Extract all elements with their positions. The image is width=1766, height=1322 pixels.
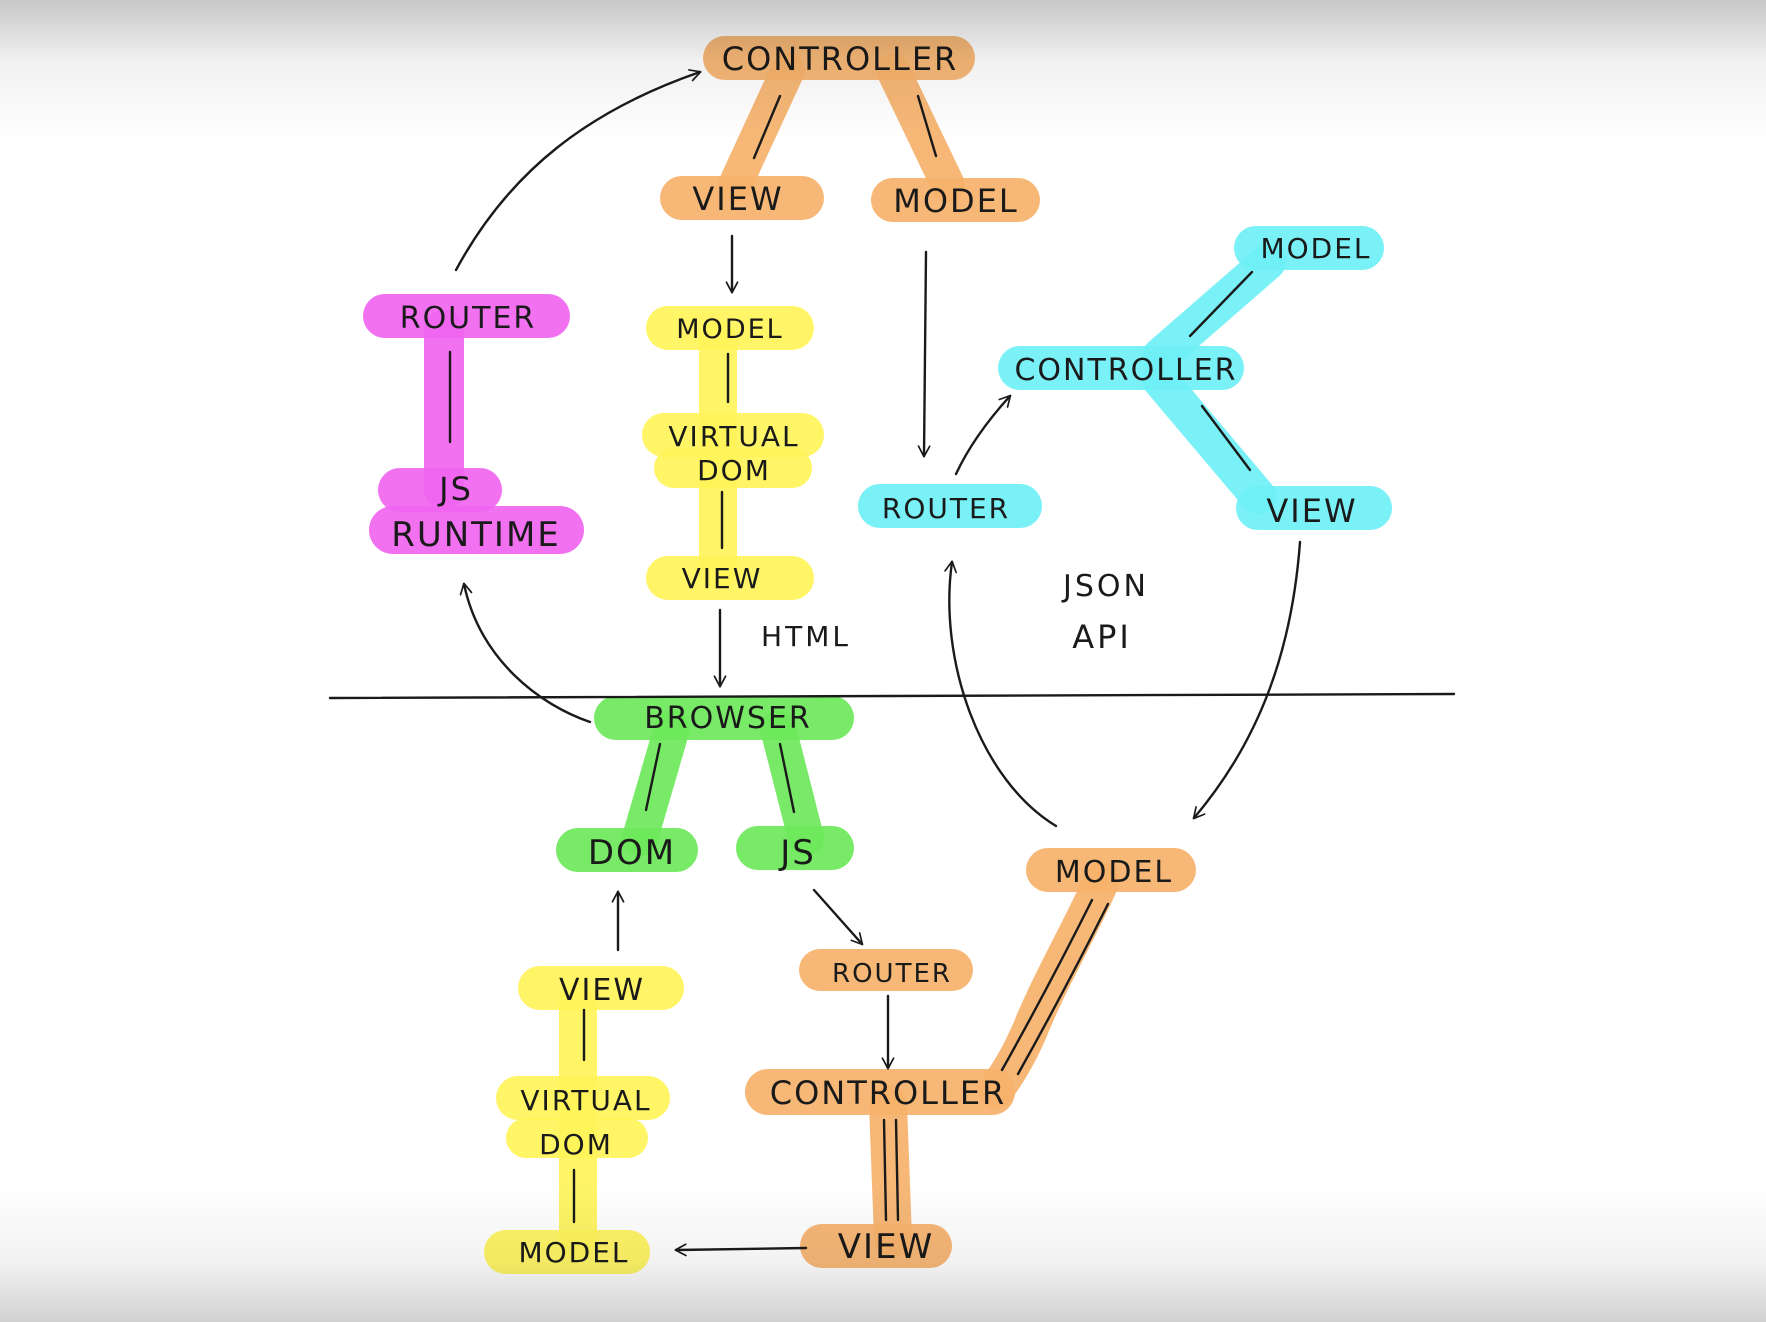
top-view-label: VIEW xyxy=(692,180,783,218)
ink-connectors xyxy=(448,94,1254,1224)
dom-label: DOM xyxy=(588,833,676,873)
arrow-api-router-to-controller xyxy=(954,394,1012,476)
flow-arrows xyxy=(454,69,1302,1257)
hl-api-lower-leg xyxy=(1142,362,1276,514)
bottom-vdom-label-1: VIRTUAL xyxy=(520,1084,651,1117)
arrow-model-to-api-router-up xyxy=(944,560,1058,828)
runtime-runtime-label: RUNTIME xyxy=(391,515,561,555)
arrow-api-view-to-model xyxy=(1192,540,1302,820)
client-view-label: VIEW xyxy=(838,1227,934,1267)
api-router-label: ROUTER xyxy=(882,492,1010,525)
render-model-label: MODEL xyxy=(676,314,783,345)
client-controller-label: CONTROLLER xyxy=(770,1074,1007,1112)
client-router-label: ROUTER xyxy=(832,959,952,989)
arrow-model-to-api-router xyxy=(917,250,931,458)
runtime-router-label: ROUTER xyxy=(400,301,537,336)
json-annotation: JSON xyxy=(1061,569,1149,604)
arrow-js-to-router xyxy=(812,888,864,946)
hl-top-right-leg xyxy=(876,53,965,202)
arrow-browser-to-runtime xyxy=(459,582,592,724)
browser-label: BROWSER xyxy=(644,701,812,736)
bottom-model-label: MODEL xyxy=(518,1236,629,1269)
arrow-view-to-model-left xyxy=(674,1243,808,1257)
api-annotation: API xyxy=(1072,618,1132,656)
js-label: JS xyxy=(778,833,816,873)
bottom-vdom-label-2: DOM xyxy=(539,1128,613,1161)
client-model-label: MODEL xyxy=(1055,855,1173,890)
hl-client-stem xyxy=(869,1085,912,1257)
server-client-divider xyxy=(328,692,1456,700)
html-annotation: HTML xyxy=(761,620,851,653)
top-controller-label: CONTROLLER xyxy=(722,40,959,78)
render-vdom-label-2: DOM xyxy=(697,454,771,487)
api-view-label: VIEW xyxy=(1266,492,1357,530)
hl-top-left-leg xyxy=(718,53,805,202)
top-model-label: MODEL xyxy=(893,182,1018,220)
api-model-label: MODEL xyxy=(1260,232,1371,265)
bottom-view-label: VIEW xyxy=(559,973,645,1008)
api-controller-label: CONTROLLER xyxy=(1014,353,1237,388)
runtime-js-label: JS xyxy=(437,470,473,508)
highlighter-layer xyxy=(363,36,1392,1274)
render-view-label: VIEW xyxy=(682,562,763,595)
hl-api-upper-leg xyxy=(1142,244,1286,374)
labels: CONTROLLER VIEW MODEL MODEL VIRTUAL DOM … xyxy=(391,40,1371,1269)
render-vdom-label-1: VIRTUAL xyxy=(668,420,799,453)
arrow-router-to-controller xyxy=(454,69,702,272)
hl-browser-left-leg xyxy=(622,710,690,856)
hl-browser-right-leg xyxy=(760,710,824,856)
